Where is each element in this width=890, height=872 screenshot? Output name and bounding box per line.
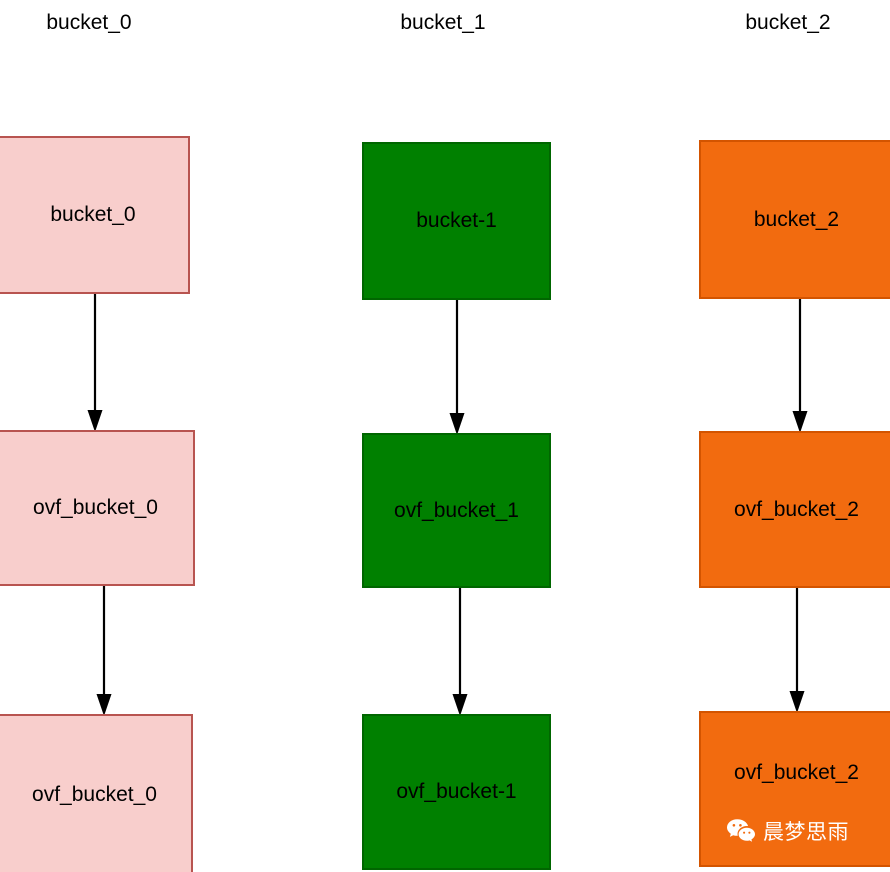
node-label: ovf_bucket_0 [33, 496, 158, 520]
node-ovf-bucket-1-a[interactable]: ovf_bucket_1 [362, 433, 551, 588]
node-bucket-2[interactable]: bucket_2 [699, 140, 890, 299]
node-label: ovf_bucket_1 [394, 498, 519, 522]
node-ovf-bucket-2-a[interactable]: ovf_bucket_2 [699, 431, 890, 588]
edge-ovf-a-to-ovf-b-col2 [789, 588, 805, 713]
edge-bucket-0-to-ovf-a [87, 294, 103, 432]
node-ovf-bucket-0-a[interactable]: ovf_bucket_0 [0, 430, 195, 586]
node-ovf-bucket-0-b[interactable]: ovf_bucket_0 [0, 714, 193, 872]
edge-bucket-2-to-ovf-a [792, 299, 808, 433]
node-label: ovf_bucket_2 [734, 761, 859, 785]
edge-ovf-a-to-ovf-b-col1 [452, 588, 468, 716]
column-header-bucket-1: bucket_1 [400, 11, 486, 34]
column-header-bucket-0: bucket_0 [46, 11, 132, 34]
node-label: bucket_0 [50, 203, 136, 227]
node-label: ovf_bucket_0 [32, 783, 157, 807]
node-label: bucket_2 [753, 207, 840, 231]
edge-ovf-a-to-ovf-b-col0 [96, 586, 112, 716]
edge-bucket-1-to-ovf-a [449, 300, 465, 435]
node-ovf-bucket-1-b[interactable]: ovf_bucket-1 [362, 714, 551, 870]
node-bucket-0[interactable]: bucket_0 [0, 136, 190, 294]
node-label: ovf_bucket-1 [396, 780, 517, 804]
node-label: bucket-1 [416, 209, 497, 233]
node-ovf-bucket-2-b[interactable]: ovf_bucket_2 [699, 711, 890, 867]
column-header-bucket-2: bucket_2 [745, 11, 831, 34]
node-bucket-1[interactable]: bucket-1 [362, 142, 551, 300]
node-label: ovf_bucket_2 [734, 497, 859, 521]
